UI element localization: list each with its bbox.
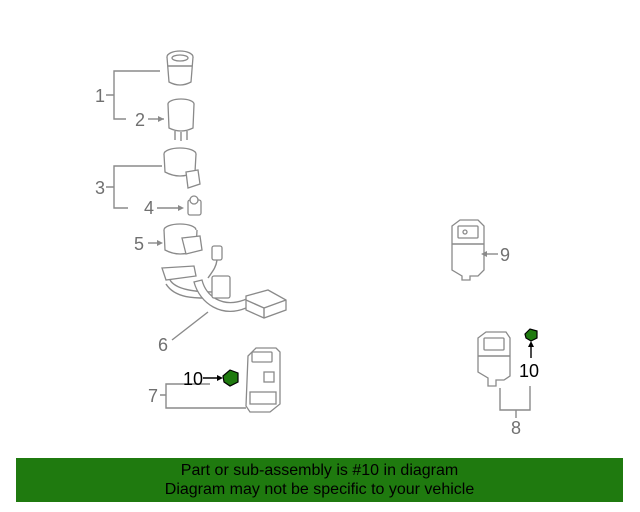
banner-line-2: Diagram may not be specific to your vehi… [164, 481, 475, 498]
part-10-clip-right [524, 328, 538, 342]
callout-4: 4 [144, 198, 154, 218]
callout-6: 6 [158, 335, 168, 355]
part-6-wiring-harness [161, 245, 287, 319]
info-banner: Part or sub-assembly is #10 in diagram D… [16, 458, 623, 502]
banner-line-1: Part or sub-assembly is #10 in diagram [180, 462, 459, 479]
leader-8 [499, 386, 531, 418]
callout-1: 1 [95, 86, 105, 106]
leader-7 [160, 383, 246, 409]
callout-10-right: 10 [519, 361, 539, 381]
part-10-clip-left [222, 369, 239, 387]
callout-3: 3 [95, 178, 105, 198]
part-9-switch [451, 219, 485, 281]
arrow-2 [158, 116, 164, 122]
arrow-4 [178, 205, 184, 211]
arrow-5 [157, 240, 163, 246]
parts-diagram: 1 2 3 4 5 [95, 50, 539, 438]
callout-7: 7 [148, 386, 158, 406]
callout-2: 2 [135, 110, 145, 130]
callout-9: 9 [500, 245, 510, 265]
part-3-ring [163, 147, 201, 189]
part-2-socket-body [167, 98, 195, 141]
leader-6 [171, 311, 209, 341]
part-1-socket-cap [166, 50, 194, 86]
callout-5: 5 [134, 234, 144, 254]
leader-1 [106, 70, 160, 120]
part-5-holder [163, 223, 203, 255]
part-8-switch [477, 331, 511, 387]
arrow-9 [481, 251, 487, 257]
part-4-bulb [187, 195, 202, 216]
leader-3 [106, 165, 162, 209]
arrow-10-left [217, 375, 223, 381]
callout-10-left: 10 [183, 369, 203, 389]
arrow-10-right [528, 341, 534, 347]
part-7-switch [245, 347, 281, 413]
callout-8: 8 [511, 418, 521, 438]
